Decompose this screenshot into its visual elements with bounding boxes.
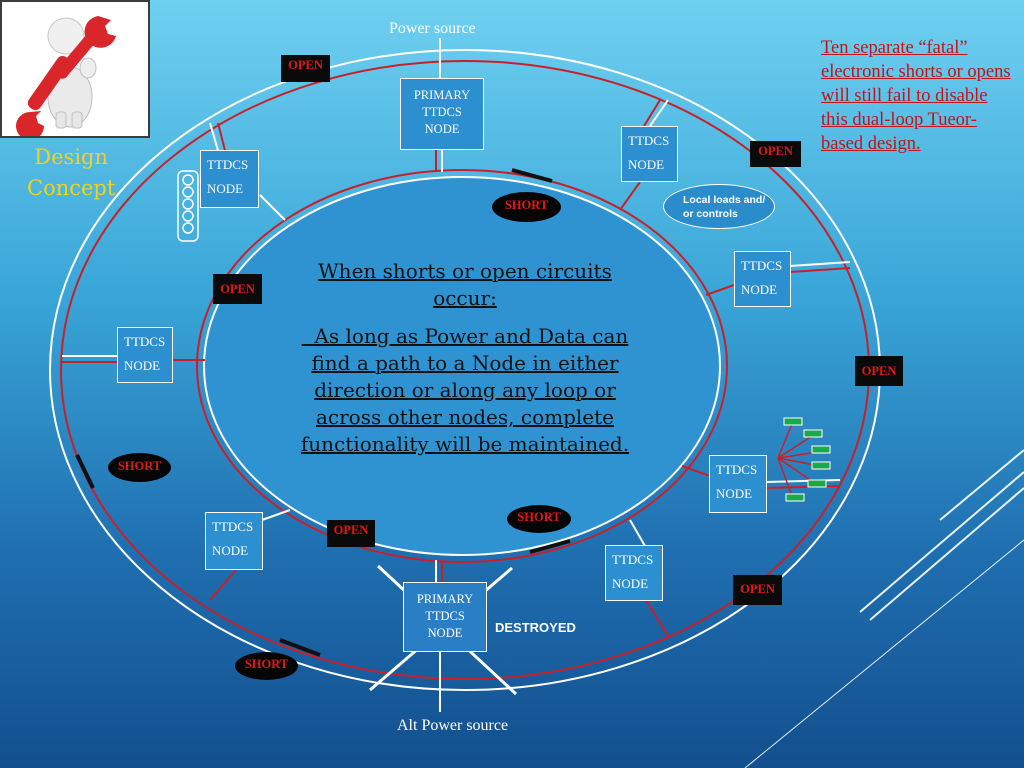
alt-power-source-label: Alt Power source (397, 717, 509, 734)
title-line-2: Concept (27, 176, 116, 200)
node-line-2: NODE (207, 181, 244, 196)
center-body-line-2: find a path to a Node in either (311, 351, 619, 375)
primary-node-line-2: TTDCS (422, 105, 462, 119)
local-loads-bubble: Local loads and/ or controls (663, 184, 775, 229)
inner-loop-white (203, 176, 721, 556)
node-line-2: NODE (741, 282, 778, 297)
open-fault-label: OPEN (750, 141, 801, 167)
short-fault-label: SHORT (108, 453, 171, 482)
open-fault-label: OPEN (327, 520, 375, 547)
local-loads-line-1: Local loads and/ (683, 194, 766, 206)
node-line-2: NODE (612, 576, 649, 591)
destroyed-primary-node: PRIMARY TTDCS NODE (403, 582, 487, 652)
node-line-2: NODE (212, 543, 249, 558)
ttdcs-node-right: TTDCS NODE (734, 251, 791, 307)
fault-tolerance-note: Ten separate “fatal” electronic shorts o… (821, 38, 1011, 154)
open-fault-label: OPEN (281, 55, 330, 82)
node-line-1: TTDCS (612, 552, 654, 567)
center-body-line-4: across other nodes, complete (316, 405, 614, 429)
inner-loop-red (196, 169, 728, 563)
node-line-2: NODE (716, 486, 753, 501)
primary-node-line-3: NODE (424, 122, 460, 136)
led-cluster-icon (777, 417, 831, 502)
node-line-1: TTDCS (124, 334, 166, 349)
destroyed-node-line-1: PRIMARY (416, 592, 474, 606)
decorative-lines (744, 449, 1024, 768)
open-fault-label: OPEN (855, 356, 903, 386)
primary-node: PRIMARY TTDCS NODE (400, 78, 484, 150)
design-concept-title: Design Concept (27, 142, 115, 204)
open-fault-label: OPEN (733, 575, 782, 605)
ttdcs-node-left: TTDCS NODE (117, 327, 173, 383)
ttdcs-node-top-left: TTDCS NODE (200, 150, 259, 208)
short-circuit-marks (75, 168, 571, 657)
node-line-2: NODE (628, 157, 665, 172)
center-message: When shorts or open circuits occur: As l… (250, 258, 680, 458)
local-loads-line-2: or controls (683, 208, 738, 220)
center-body-line-1: As long as Power and Data can (301, 324, 629, 348)
ttdcs-node-top-right: TTDCS NODE (621, 126, 678, 182)
ttdcs-node-lower-right: TTDCS NODE (709, 455, 767, 513)
node-line-1: TTDCS (212, 519, 254, 534)
primary-node-line-1: PRIMARY (413, 88, 471, 102)
center-body-line-5: functionality will be maintained. (300, 432, 630, 456)
destroyed-status-label: DESTROYED (495, 620, 576, 635)
node-line-1: TTDCS (741, 258, 783, 273)
destroyed-node-line-3: NODE (427, 626, 463, 640)
short-fault-label: SHORT (492, 192, 561, 222)
power-source-label: Power source (389, 20, 476, 37)
node-line-1: TTDCS (628, 133, 670, 148)
center-heading-line-2: occur: (433, 286, 497, 310)
title-line-1: Design (34, 145, 109, 169)
ttdcs-node-lower-left: TTDCS NODE (205, 512, 263, 570)
node-line-2: NODE (124, 358, 161, 373)
coil-icon (177, 170, 199, 242)
node-line-1: TTDCS (716, 462, 758, 477)
center-heading-line-1: When shorts or open circuits (318, 259, 612, 283)
ttdcs-node-bottom-right: TTDCS NODE (605, 545, 663, 601)
open-fault-label: OPEN (213, 274, 262, 304)
short-fault-label: SHORT (235, 652, 298, 680)
short-fault-label: SHORT (507, 505, 571, 533)
node-line-1: TTDCS (207, 157, 249, 172)
mechanic-with-wrench-icon (0, 0, 150, 140)
destroyed-node-line-2: TTDCS (425, 609, 465, 623)
center-body-line-3: direction or along any loop or (314, 378, 616, 402)
